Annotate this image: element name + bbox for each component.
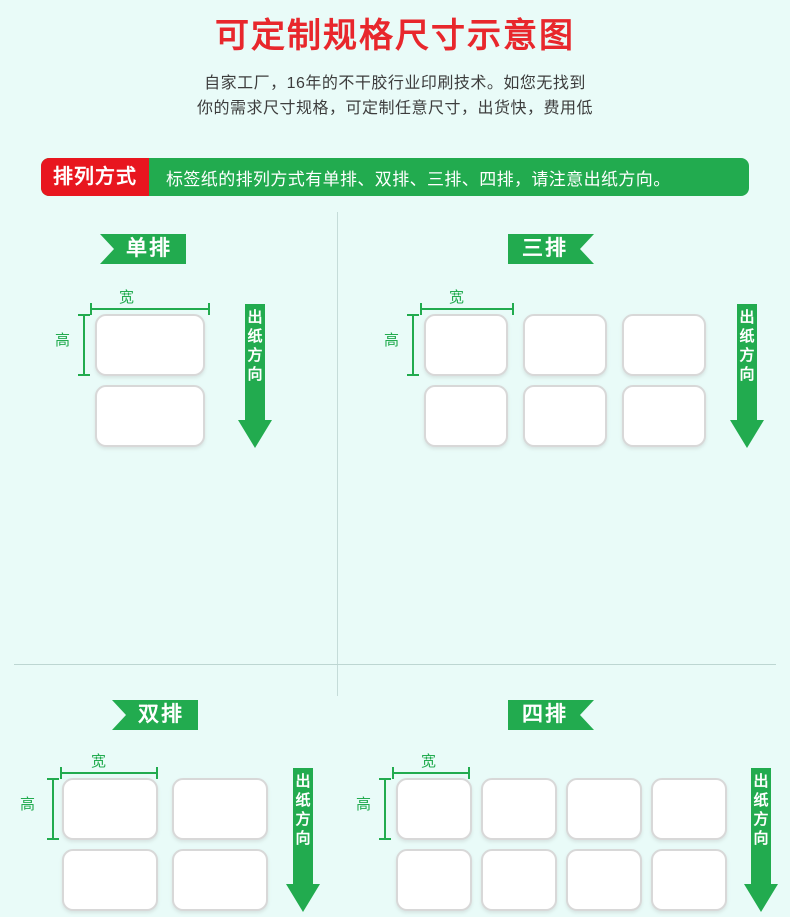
arrow-char: 方 — [739, 347, 755, 364]
width-dimension-label: 宽 — [448, 289, 465, 306]
quadrant-quad-row: 四排 宽 高 出 纸 方 向 — [338, 665, 790, 917]
label-cell — [566, 849, 642, 911]
width-dimension-line — [392, 767, 470, 779]
ribbon-label-quad: 四排 — [508, 700, 594, 730]
label-cell — [396, 849, 472, 911]
banner-tag-label: 排列方式 — [41, 158, 149, 196]
arrow-char: 出 — [295, 773, 311, 790]
arrow-char: 出 — [753, 773, 769, 790]
height-dimension-line — [407, 314, 419, 376]
arrow-char: 向 — [753, 830, 769, 847]
arrow-char: 方 — [247, 347, 263, 364]
label-cell — [95, 314, 205, 376]
label-cell — [523, 385, 607, 447]
width-dimension-label: 宽 — [90, 753, 107, 770]
label-cell — [622, 385, 706, 447]
width-dimension-line — [90, 303, 210, 315]
arrow-char: 向 — [295, 830, 311, 847]
arrow-label: 出 纸 方 向 — [246, 308, 264, 384]
arrow-char: 向 — [247, 366, 263, 383]
arrow-label: 出 纸 方 向 — [752, 772, 770, 848]
arrow-char: 纸 — [295, 792, 311, 809]
label-cell — [172, 778, 268, 840]
label-cell — [424, 385, 508, 447]
label-cell — [95, 385, 205, 447]
banner-description: 标签纸的排列方式有单排、双排、三排、四排，请注意出纸方向。 — [166, 169, 671, 189]
subtitle-line-1: 自家工厂，16年的不干胶行业印刷技术。如您无找到 — [204, 75, 586, 93]
label-cell — [396, 778, 472, 840]
arrow-head — [286, 884, 320, 912]
ribbon-label-triple: 三排 — [508, 234, 594, 264]
paper-direction-arrow: 出 纸 方 向 — [286, 768, 320, 916]
paper-direction-arrow: 出 纸 方 向 — [238, 304, 272, 452]
label-cell — [651, 849, 727, 911]
label-cell — [62, 849, 158, 911]
quadrant-double-row: 双排 宽 高 出 纸 方 向 — [0, 665, 337, 917]
height-dimension-label: 高 — [20, 796, 37, 813]
height-dimension-line — [379, 778, 391, 840]
horizontal-divider — [14, 664, 776, 665]
height-dimension-label: 高 — [384, 332, 401, 349]
label-cell — [424, 314, 508, 376]
page-subtitle: 自家工厂，16年的不干胶行业印刷技术。如您无找到 你的需求尺寸规格，可定制任意尺… — [125, 71, 665, 121]
quadrant-triple-row: 三排 宽 高 出 纸 方 向 — [338, 212, 790, 664]
label-cell — [523, 314, 607, 376]
paper-direction-arrow: 出 纸 方 向 — [744, 768, 778, 916]
width-dimension-label: 宽 — [420, 753, 437, 770]
layout-diagram-grid: 单排 宽 高 出 纸 方 向 三排 宽 高 — [0, 212, 790, 912]
arrow-head — [238, 420, 272, 448]
subtitle-line-2: 你的需求尺寸规格，可定制任意尺寸，出货快，费用低 — [196, 100, 593, 118]
paper-direction-arrow: 出 纸 方 向 — [730, 304, 764, 452]
arrow-shaft — [737, 304, 757, 422]
quadrant-single-row: 单排 宽 高 出 纸 方 向 — [0, 212, 337, 664]
height-dimension-line — [78, 314, 90, 376]
arrow-char: 出 — [739, 309, 755, 326]
label-cell — [481, 849, 557, 911]
label-cell — [566, 778, 642, 840]
arrow-label: 出 纸 方 向 — [738, 308, 756, 384]
label-cell — [651, 778, 727, 840]
page-title: 可定制规格尺寸示意图 — [215, 17, 575, 55]
arrow-char: 方 — [753, 811, 769, 828]
width-dimension-line — [60, 767, 158, 779]
width-dimension-label: 宽 — [118, 289, 135, 306]
height-dimension-label: 高 — [55, 332, 72, 349]
height-dimension-label: 高 — [356, 796, 373, 813]
arrow-char: 出 — [247, 309, 263, 326]
label-cell — [481, 778, 557, 840]
arrow-char: 纸 — [739, 328, 755, 345]
arrow-char: 纸 — [753, 792, 769, 809]
label-cell — [172, 849, 268, 911]
arrow-char: 纸 — [247, 328, 263, 345]
label-cell — [622, 314, 706, 376]
ribbon-label-single: 单排 — [100, 234, 186, 264]
arrangement-banner: 排列方式 标签纸的排列方式有单排、双排、三排、四排，请注意出纸方向。 — [41, 158, 749, 196]
width-dimension-line — [420, 303, 514, 315]
arrow-head — [744, 884, 778, 912]
arrow-shaft — [245, 304, 265, 422]
arrow-head — [730, 420, 764, 448]
arrow-char: 向 — [739, 366, 755, 383]
vertical-divider — [337, 212, 338, 696]
arrow-label: 出 纸 方 向 — [294, 772, 312, 848]
arrow-char: 方 — [295, 811, 311, 828]
height-dimension-line — [47, 778, 59, 840]
ribbon-label-double: 双排 — [112, 700, 198, 730]
label-cell — [62, 778, 158, 840]
